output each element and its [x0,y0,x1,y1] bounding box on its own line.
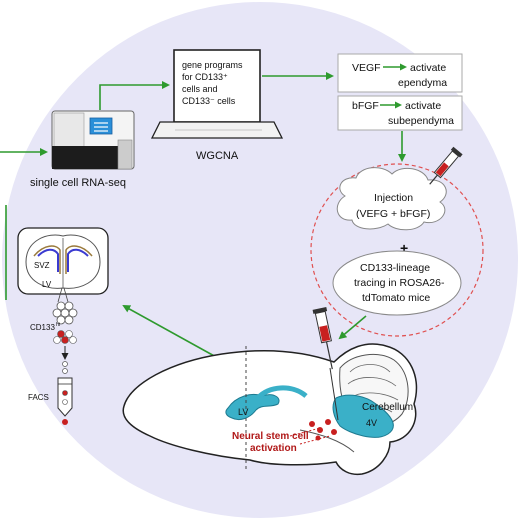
injection-line-2: (VEFG + bFGF) [356,208,430,220]
fourth-ventricle-label: 4V [366,418,377,428]
laptop-icon [150,49,284,139]
tracing-line-3: tdTomato mice [362,292,430,304]
bfgf-activate: activate [405,100,441,112]
vegf-activate: activate [410,62,446,74]
coronal-section-icon [17,227,109,303]
scrna-label: single cell RNA-seq [30,177,126,189]
cd133-superscript: hi [56,322,60,328]
tracing-line-1: CD133-lineage [360,262,430,274]
vegf-box [337,53,463,93]
injection-line-1: Injection [374,192,413,204]
needle-path [329,367,339,421]
laptop-line-1: gene programs [182,60,243,70]
wgcna-label: WGCNA [196,150,239,162]
injection-cloud [336,167,447,231]
laptop-line-2: for CD133⁺ [182,72,228,82]
vegf-label: VEGF [352,62,381,74]
brain-syringe-icon [312,307,333,370]
nsc-line-1: Neural stem cell [232,431,309,442]
tracing-line-2: tracing in ROSA26- [354,277,445,289]
arrow-sequencer-to-laptop [99,81,170,110]
laptop-line-3: cells and [182,84,218,94]
cd133-label: CD133 [30,323,55,332]
plus-sign: + [400,240,408,256]
facs-label: FACS [28,393,49,402]
nsc-line-2: activation [250,443,297,454]
svz-label: SVZ [34,261,50,270]
sorted-cell-cluster-icon [53,330,77,344]
section-lv-label: LV [42,280,52,289]
bfgf-label: bFGF [352,100,379,112]
cerebellum-label: Cerebellum [362,402,413,413]
syringe-icon [429,146,463,185]
cell-cluster-icon [52,301,78,325]
experiment-dashed-circle [310,163,484,337]
brain-lv-label: LV [238,407,248,417]
facs-tube-icon [57,361,73,425]
arrow-to-brain [338,315,367,340]
sagittal-brain-icon [122,343,418,476]
vegf-target: ependyma [398,77,447,89]
bfgf-target: subependyma [388,115,454,127]
tracing-ellipse [332,250,462,316]
laptop-line-4: CD133⁻ cells [182,96,236,106]
sequencer-icon [51,110,135,170]
